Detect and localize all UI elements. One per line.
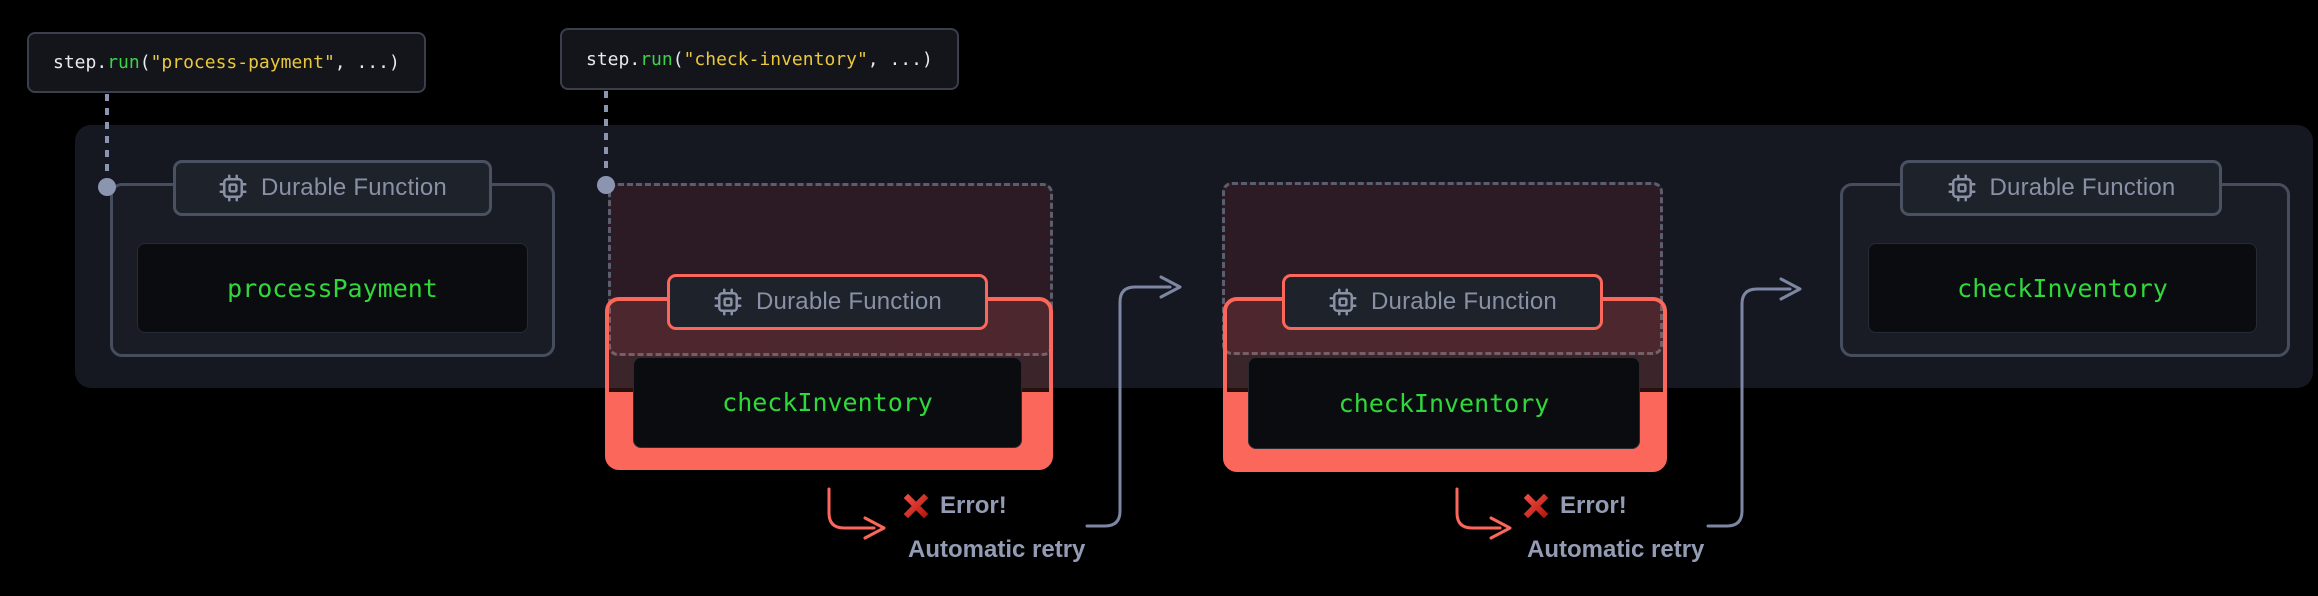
- code-token-dot: .: [96, 52, 108, 73]
- cpu-chip-icon: [1329, 288, 1357, 316]
- code-token-string-arg: "process-payment": [150, 52, 335, 73]
- function-name-box-3: checkInventory: [1248, 357, 1640, 449]
- error-label-2: Error!: [1521, 491, 1627, 521]
- error-arrow-2: [1455, 487, 1512, 540]
- function-name-box-4: checkInventory: [1868, 243, 2257, 333]
- automatic-retry-label-2: Automatic retry: [1527, 536, 1705, 563]
- cpu-chip-icon: [714, 288, 742, 316]
- code-token-open-paren: (: [672, 48, 684, 70]
- durable-function-badge-2: Durable Function: [667, 274, 988, 330]
- function-name-box-1: processPayment: [137, 243, 528, 333]
- error-title: Error!: [1560, 492, 1627, 519]
- red-cross-icon: [1523, 493, 1549, 519]
- code-token-object: step: [586, 48, 630, 70]
- code-snippet-process-payment: step.run("process-payment", ...): [27, 32, 426, 93]
- function-name-box-2: checkInventory: [633, 357, 1022, 448]
- code-snippet-check-inventory: step.run("check-inventory", ...): [560, 28, 959, 90]
- red-cross-icon: [903, 493, 929, 519]
- error-label-1: Error!: [901, 491, 1007, 521]
- code-token-rest: , ...): [334, 52, 400, 73]
- code-token-open-paren: (: [139, 52, 151, 73]
- code-token-string-arg: "check-inventory": [683, 48, 868, 70]
- code-token-method: run: [107, 52, 140, 73]
- error-arrow-1: [827, 487, 886, 540]
- badge-label: Durable Function: [1989, 174, 2176, 201]
- function-name: processPayment: [227, 273, 438, 303]
- cpu-chip-icon: [1948, 174, 1976, 202]
- function-name: checkInventory: [722, 388, 933, 417]
- badge-label: Durable Function: [756, 288, 942, 315]
- durable-function-badge-3: Durable Function: [1282, 274, 1603, 330]
- badge-label: Durable Function: [1371, 288, 1557, 315]
- function-name: checkInventory: [1338, 388, 1550, 418]
- automatic-retry-label-1: Automatic retry: [908, 536, 1086, 563]
- durable-function-badge-4: Durable Function: [1900, 160, 2222, 216]
- durable-function-badge-1: Durable Function: [173, 160, 492, 216]
- code-token-object: step: [53, 52, 97, 73]
- code-token-rest: , ...): [867, 48, 933, 70]
- code-token-method: run: [640, 48, 673, 70]
- code-token-dot: .: [629, 48, 641, 70]
- badge-label: Durable Function: [261, 174, 447, 201]
- error-title: Error!: [940, 492, 1007, 519]
- cpu-chip-icon: [219, 174, 247, 202]
- function-name: checkInventory: [1957, 273, 2168, 303]
